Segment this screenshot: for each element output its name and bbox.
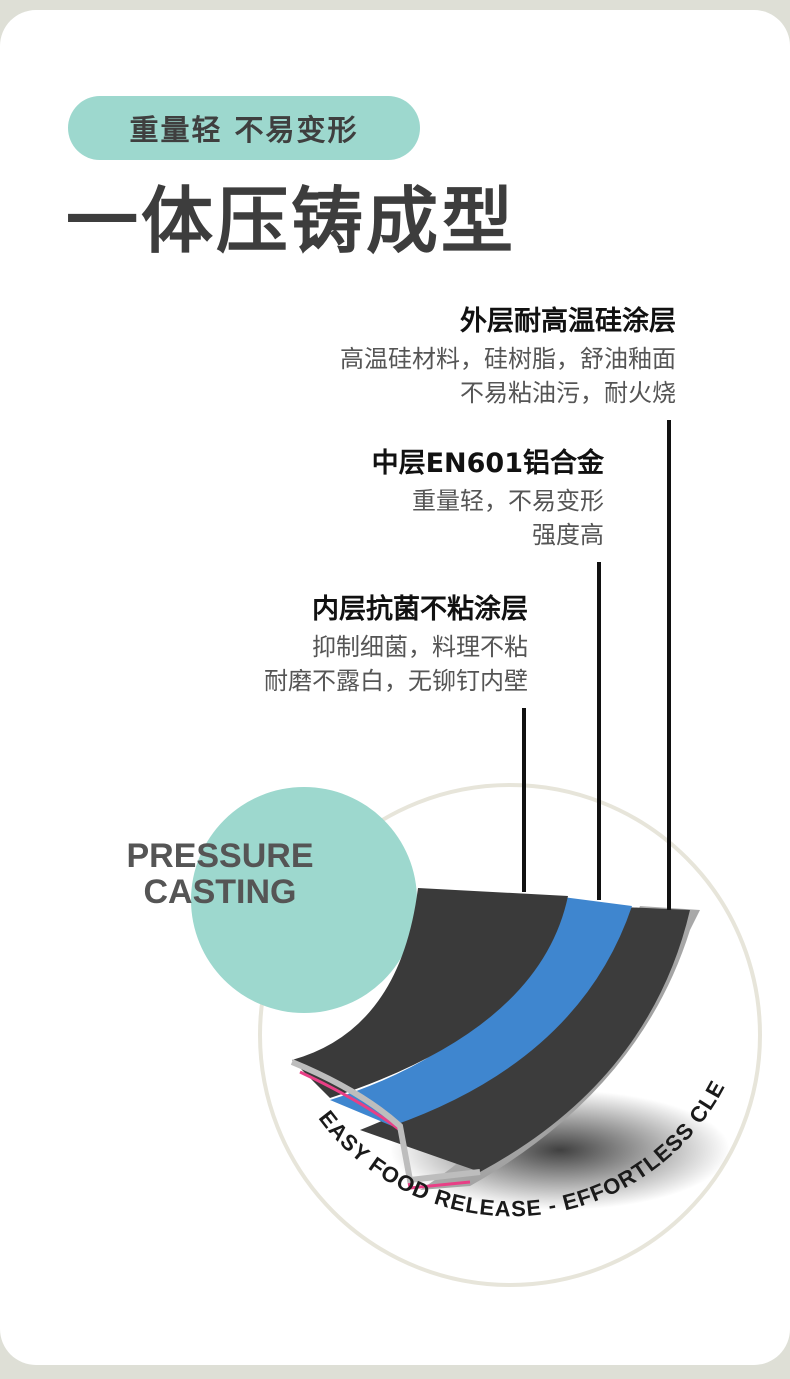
outer-layer-pointer (667, 420, 671, 910)
outer-layer-heading: 外层耐高温硅涂层 (460, 306, 676, 337)
middle-layer-callout: 中层EN601铝合金 重量轻，不易变形 强度高 (372, 444, 604, 552)
outer-layer-callout: 外层耐高温硅涂层 高温硅材料，硅树脂，舒油釉面 不易粘油污，耐火烧 (340, 302, 676, 410)
outer-layer-line-1: 高温硅材料，硅树脂，舒油釉面 (340, 345, 676, 373)
middle-layer-line-1: 重量轻，不易变形 (412, 487, 604, 515)
feature-badge: 重量轻 不易变形 (68, 96, 420, 160)
middle-layer-heading: 中层EN601铝合金 (371, 448, 604, 479)
inner-layer-pointer (522, 708, 526, 892)
inner-layer-line-1: 抑制细菌，料理不粘 (312, 633, 528, 661)
casting-word: CASTING (143, 873, 297, 911)
inner-layer-shape (292, 888, 568, 1098)
middle-layer-line-2: 强度高 (532, 521, 604, 549)
pressure-casting-label: PRESSURE CASTING (100, 838, 340, 910)
grey-edge (290, 1059, 481, 1184)
inner-layer-heading: 内层抗菌不粘涂层 (312, 594, 528, 625)
inner-layer-callout: 内层抗菌不粘涂层 抑制细菌，料理不粘 耐磨不露白，无铆钉内壁 (264, 590, 528, 698)
pressure-word: PRESSURE (126, 837, 314, 875)
middle-layer-pointer (597, 562, 601, 900)
outer-layer-line-2: 不易粘油污，耐火烧 (460, 379, 676, 407)
inner-layer-line-2: 耐磨不露白，无铆钉内壁 (264, 667, 528, 695)
page-title: 一体压铸成型 (66, 179, 517, 263)
pressure-casting-circle (191, 787, 417, 1013)
middle-layer-shape (330, 896, 632, 1126)
